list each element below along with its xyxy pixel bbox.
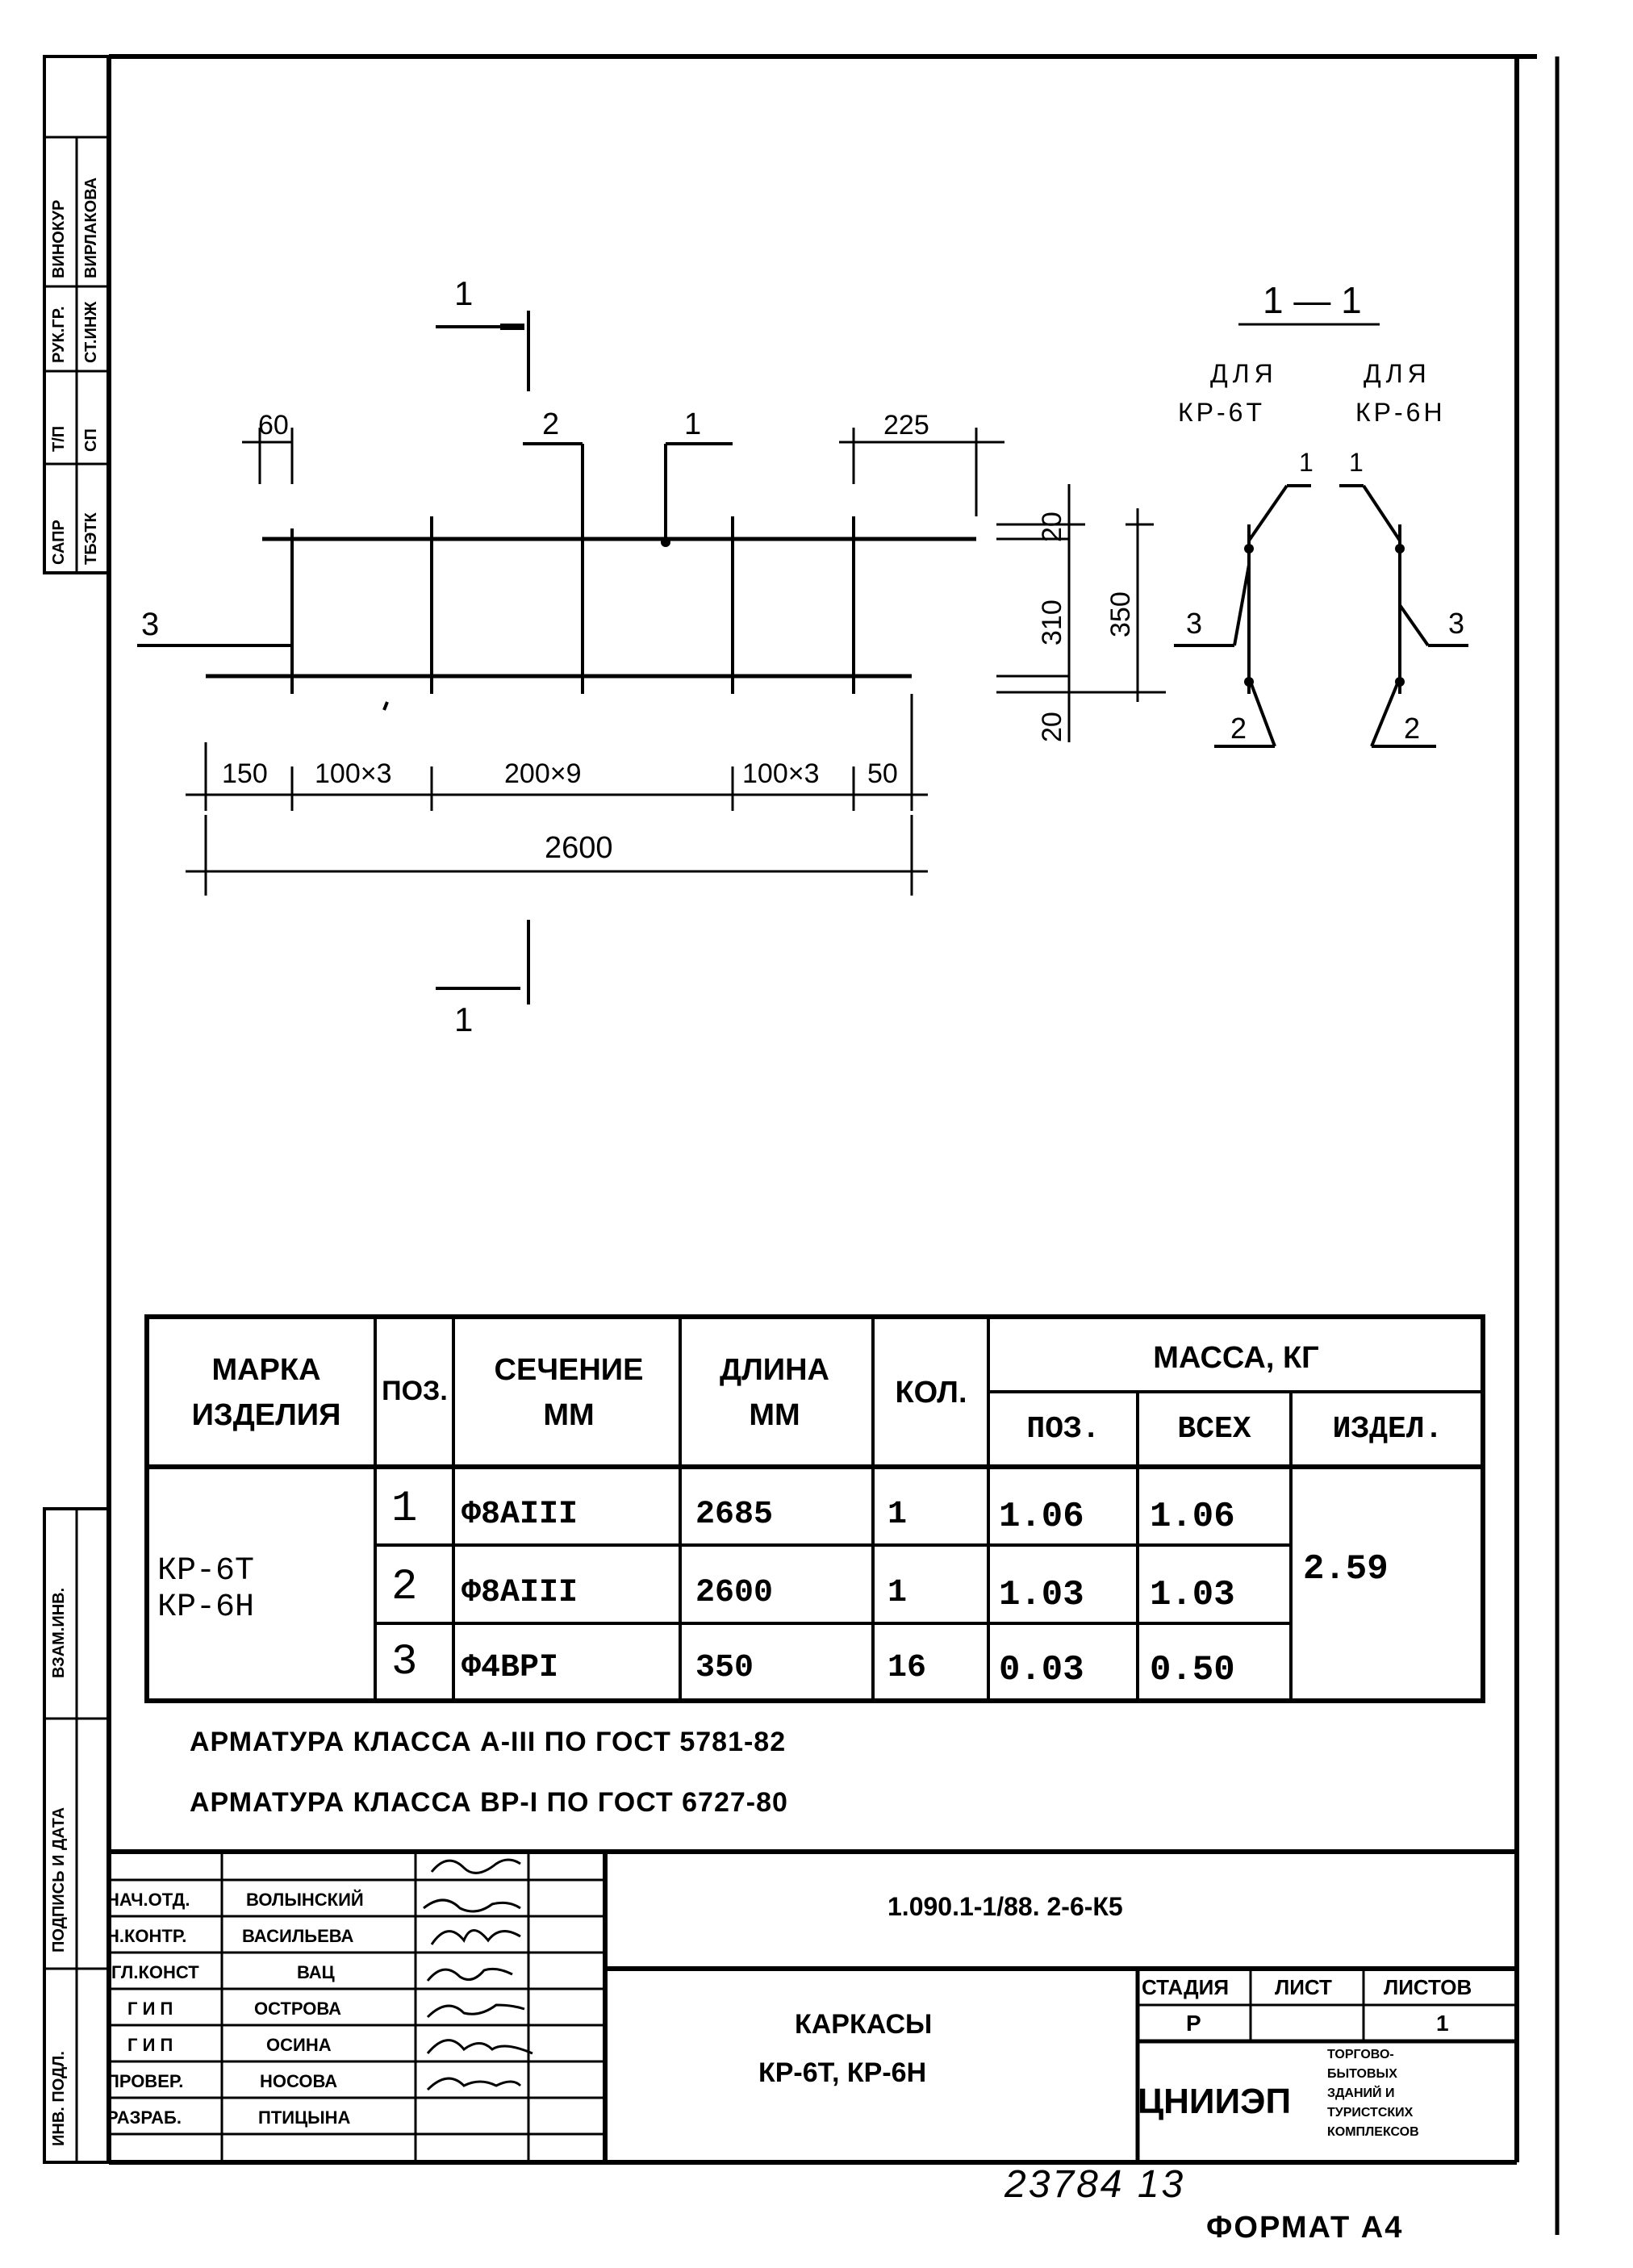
org-sub-5: КОМПЛЕКСОВ (1327, 2125, 1419, 2139)
for-label-2: ДЛЯ (1364, 359, 1431, 388)
dim-150: 150 (222, 758, 268, 789)
format-label: ФОРМАТ А4 (1206, 2211, 1404, 2245)
org-sub-3: ЗДАНИЙ И (1327, 2086, 1395, 2100)
person-role-6: ПРОВЕР. (106, 2071, 184, 2091)
dim-200x9: 200×9 (504, 758, 582, 789)
item-mass: 2.59 (1303, 1549, 1389, 1589)
dim-100x3-right: 100×3 (742, 758, 820, 789)
spec-table-grid (144, 1314, 1485, 1703)
person-role-2: Н.КОНТР. (106, 1926, 187, 1946)
hdr-section: СЕЧЕНИЕ ММ (468, 1347, 670, 1438)
elevation-drawing (137, 311, 1468, 1005)
row1-length: 2685 (695, 1497, 774, 1533)
hdr-section-text: СЕЧЕНИЕ ММ (494, 1353, 644, 1432)
dim-50: 50 (867, 758, 898, 789)
org-sub-2: БЫТОВЫХ (1327, 2067, 1397, 2081)
sec-pos-1-left: 1 (1299, 448, 1314, 477)
org-sub-1: ТОРГОВО- (1327, 2048, 1394, 2061)
hdr-mark-text: МАРКА ИЗДЕЛИЯ (191, 1353, 341, 1432)
title-line2: КР-6Т, КР-6Н (758, 2057, 927, 2088)
row1-section: Ф8АIII (461, 1497, 578, 1533)
dim-225: 225 (883, 410, 929, 441)
doc-code: 1.090.1-1/88. 2-6-К5 (888, 1892, 1123, 1921)
row3-mass-pos: 0.03 (999, 1650, 1084, 1690)
label-pos-3: 3 (141, 607, 160, 642)
hdr-mass: МАССА, КГ (1153, 1341, 1319, 1375)
person-name-5: ОСИНА (266, 2035, 332, 2055)
hdr-length-text: ДЛИНА ММ (720, 1353, 829, 1432)
person-name-4: ОСТРОВА (254, 1999, 342, 2019)
for-label-1: ДЛЯ (1210, 359, 1278, 388)
row2-qty: 1 (888, 1575, 908, 1611)
variant-h: КР-6Н (1355, 398, 1446, 427)
dim-2600: 2600 (545, 831, 613, 865)
person-name-6: НОСОВА (260, 2071, 338, 2091)
mark-value-1: КР-6Т (157, 1553, 255, 1589)
org-sub-4: ТУРИСТСКИХ (1327, 2106, 1414, 2120)
row2-section: Ф8АIII (461, 1575, 578, 1611)
hdr-qty: КОЛ. (895, 1376, 967, 1410)
handwritten-number: 23784 13 (1004, 2163, 1186, 2206)
row3-pos: 3 (391, 1638, 418, 1687)
sec-pos-3-right: 3 (1448, 607, 1465, 640)
sheet-label: ЛИСТ (1275, 1975, 1332, 1999)
row2-length: 2600 (695, 1575, 774, 1611)
hdr-pos: ПОЗ. (382, 1376, 448, 1406)
sheets-value: 1 (1436, 2011, 1449, 2036)
hdr-mark: МАРКА ИЗДЕЛИЯ (161, 1347, 371, 1438)
dim-60: 60 (258, 410, 289, 441)
row3-length: 350 (695, 1650, 754, 1686)
sheets-label: ЛИСТОВ (1384, 1975, 1472, 1999)
dim-100x3-left: 100×3 (315, 758, 392, 789)
person-name-3: ВАЦ (297, 1962, 335, 1982)
row1-mass-pos: 1.06 (999, 1497, 1084, 1537)
label-pos-1: 1 (684, 407, 702, 441)
hdr-mass-item: ИЗДЕЛ. (1332, 1412, 1443, 1447)
note-reinforcement-a3: АРМАТУРА КЛАССА А-III ПО ГОСТ 5781-82 (190, 1727, 787, 1757)
person-role-1: НАЧ.ОТД. (106, 1890, 190, 1910)
person-role-4: Г И П (127, 1999, 173, 2019)
person-name-1: ВОЛЫНСКИЙ (246, 1890, 364, 1910)
section-mark-top: 1 (454, 274, 474, 312)
sec-pos-2-left: 2 (1230, 712, 1247, 745)
row1-pos: 1 (391, 1485, 418, 1534)
person-role-3: ГЛ.КОНСТ (111, 1962, 199, 1982)
row3-qty: 16 (888, 1650, 927, 1686)
hdr-mass-all: ВСЕХ (1177, 1412, 1251, 1447)
section-mark-bottom: 1 (454, 1000, 474, 1038)
row1-mass-all: 1.06 (1150, 1497, 1235, 1537)
person-role-7: РАЗРАБ. (106, 2107, 182, 2128)
stage-label: СТАДИЯ (1142, 1975, 1230, 1999)
row1-qty: 1 (888, 1497, 908, 1533)
mark-value-2: КР-6Н (157, 1589, 255, 1626)
sec-pos-1-right: 1 (1349, 448, 1364, 477)
org-name: ЦНИИЭП (1138, 2082, 1292, 2121)
title-line1: КАРКАСЫ (795, 2009, 933, 2040)
sec-pos-2-right: 2 (1404, 712, 1421, 745)
stage-value: Р (1186, 2011, 1201, 2036)
variant-t: КР-6Т (1178, 398, 1265, 427)
person-role-5: Г И П (127, 2035, 173, 2055)
hdr-mass-pos: ПОЗ. (1026, 1412, 1100, 1447)
person-name-2: ВАСИЛЬЕВА (242, 1926, 354, 1946)
label-pos-2: 2 (542, 407, 560, 441)
row3-mass-all: 0.50 (1150, 1650, 1235, 1690)
hdr-length: ДЛИНА ММ (694, 1347, 855, 1438)
note-reinforcement-vr1: АРМАТУРА КЛАССА ВР-I ПО ГОСТ 6727-80 (190, 1787, 788, 1818)
row2-mass-pos: 1.03 (999, 1575, 1084, 1615)
section-title: 1 — 1 (1263, 279, 1362, 321)
sec-pos-3-left: 3 (1186, 607, 1203, 640)
row2-pos: 2 (391, 1563, 418, 1612)
row2-mass-all: 1.03 (1150, 1575, 1235, 1615)
row3-section: Ф4ВРI (461, 1650, 559, 1686)
person-name-7: ПТИЦЫНА (258, 2107, 351, 2128)
